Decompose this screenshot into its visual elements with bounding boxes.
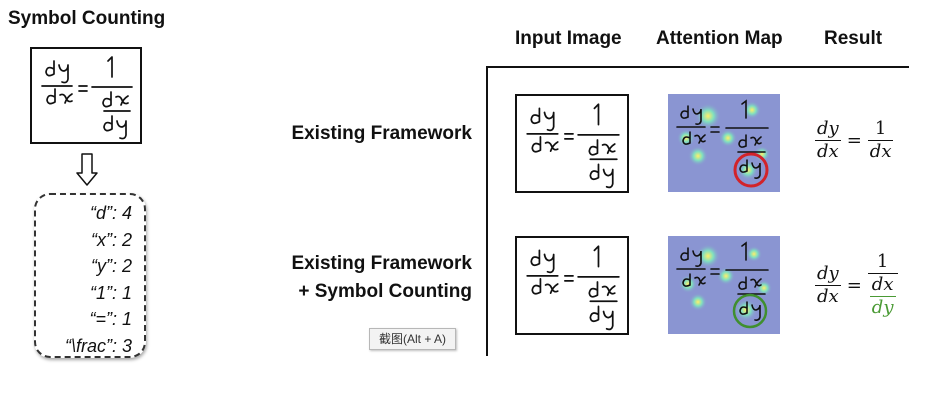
attention-map-row-1 [668,94,780,192]
header-attention-map: Attention Map [656,28,783,49]
handwritten-formula [41,56,133,140]
error-highlight-circle [733,152,769,188]
screenshot-tooltip: 截图(Alt + A) [369,328,456,350]
input-image-row-1 [515,94,629,193]
handwritten-formula [526,245,620,331]
source-formula-image [30,47,142,144]
handwritten-formula [526,103,620,189]
correct-highlight-circle [732,293,768,329]
header-input-image: Input Image [515,28,622,49]
count-item: “=”: 1 [89,309,132,329]
count-item: “1”: 1 [89,282,132,303]
symbol-counting-title: Symbol Counting [8,8,166,29]
table-top-rule [486,66,909,68]
attention-heatmap [668,94,780,192]
symbol-count-list: “d”: 4 “x”: 2 “y”: 2 “1”: 1 “=”: 1 “\fra… [34,193,146,358]
count-item: “y”: 2 [90,256,132,276]
result-row-1: dy dx = 1 dx [815,118,894,162]
count-item: “\frac”: 3 [64,335,132,356]
input-image-row-2 [515,236,629,335]
row-label-existing-plus-counting: Existing Framework + Symbol Counting [291,253,472,302]
count-item: “d”: 4 [89,203,132,223]
table-left-rule [486,66,488,356]
header-result: Result [824,28,883,49]
attention-heatmap [668,236,780,334]
attention-map-row-2 [668,236,780,334]
count-item: “x”: 2 [90,229,132,250]
hollow-down-arrow-icon [76,153,98,186]
result-row-2: dy dx = 1 dx dy [815,251,898,319]
row-label-existing: Existing Framework [291,123,472,144]
